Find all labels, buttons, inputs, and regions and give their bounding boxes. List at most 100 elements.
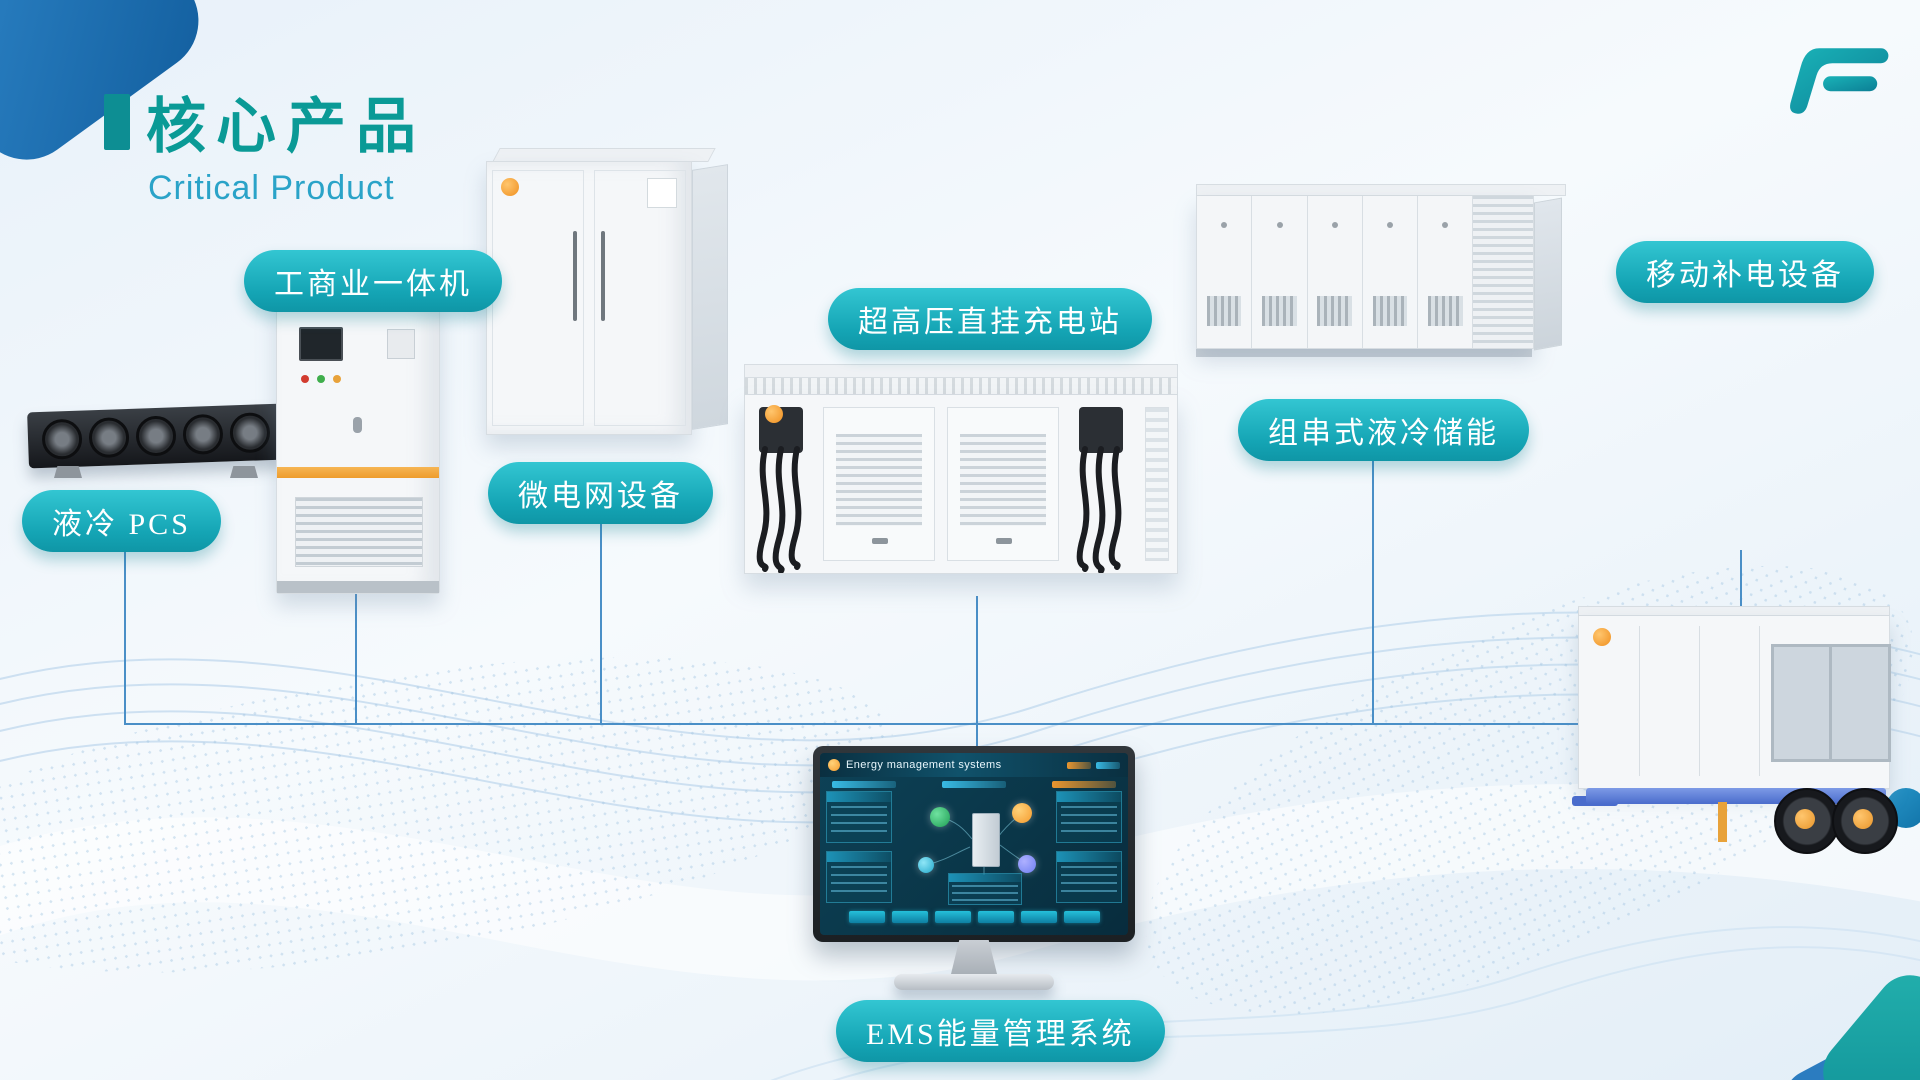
ems-screen-title: Energy management systems	[846, 759, 1002, 771]
door-seam	[1699, 626, 1700, 776]
label-mobile-unit: 移动补电设备	[1616, 241, 1874, 303]
cabinet-card-reader	[387, 329, 415, 359]
door-vent	[836, 434, 922, 526]
product-image-all-in-one-cabinet	[276, 298, 440, 594]
panel-header	[1057, 792, 1121, 802]
fan-icon	[182, 413, 224, 456]
company-logo	[1782, 42, 1894, 118]
mounting-foot	[54, 466, 82, 478]
connector-line-microgrid	[600, 516, 602, 725]
screen-header: Energy management systems	[820, 753, 1128, 777]
storage-door	[1197, 196, 1253, 348]
connector-line-all-in-one	[355, 594, 357, 725]
mode-chip	[1052, 781, 1116, 788]
status-chip	[1067, 761, 1091, 769]
title-accent-bar	[104, 93, 130, 150]
door-lock-icon	[1387, 222, 1394, 228]
product-image-liquid-cooled-pcs	[27, 403, 285, 478]
charging-cable-icon	[1076, 446, 1122, 573]
screen-button	[891, 911, 928, 923]
connector-line-charging-station-ems	[976, 596, 978, 746]
door-lock-icon	[1442, 222, 1449, 228]
station-door	[947, 407, 1059, 561]
label-liquid-cooled-pcs: 液冷 PCS	[22, 490, 221, 552]
brand-badge-icon	[1593, 628, 1611, 646]
center-data-panel	[948, 873, 1022, 905]
node-orange-icon	[1012, 803, 1032, 823]
product-image-mobile-unit	[1572, 606, 1918, 854]
ems-logo-icon	[828, 759, 840, 771]
panel-rows	[952, 885, 1018, 901]
panel-header	[949, 874, 1021, 882]
container-side-panel	[692, 164, 728, 430]
connector-line-pcs	[124, 548, 126, 725]
logo-glyph	[1790, 48, 1889, 114]
container-front	[486, 161, 692, 435]
wheel-icon	[1774, 788, 1840, 854]
door-vent	[1317, 296, 1353, 326]
monitor-screen: Energy management systems	[820, 753, 1128, 935]
station-louver-strip	[744, 378, 1178, 395]
panel-header	[827, 792, 891, 802]
door-lock-icon	[1221, 222, 1228, 228]
door-handle-rod	[573, 231, 577, 321]
container-door-left	[492, 170, 584, 426]
label-ems: EMS能量管理系统	[836, 1000, 1165, 1062]
screen-button-row	[820, 911, 1128, 923]
fan-icon	[88, 416, 130, 459]
cabinet-display-screen	[299, 327, 343, 361]
container-roof	[1578, 606, 1890, 616]
door-vent	[1372, 296, 1408, 326]
panel-rows	[1061, 866, 1117, 896]
screen-button	[848, 911, 885, 923]
screen-button	[934, 911, 971, 923]
door-vent	[960, 434, 1046, 526]
monitor-stand-neck	[951, 940, 997, 974]
door-lock-icon	[1331, 222, 1338, 228]
fan-icon	[135, 415, 177, 457]
status-chip	[1096, 761, 1120, 769]
door-seam	[1639, 626, 1640, 776]
title-block: 核心产品 Critical Product	[104, 78, 426, 208]
cabinet-accent-stripe	[277, 467, 439, 478]
pcs-chassis	[27, 403, 285, 469]
panel-rows	[831, 866, 887, 896]
door-handle	[872, 538, 888, 544]
screen-button	[977, 911, 1014, 923]
cabinet-indicator-leds	[301, 375, 341, 383]
container-roof	[492, 148, 716, 162]
screen-header-status	[1067, 761, 1120, 769]
screen-dashboard	[826, 791, 1122, 907]
monitor-bezel: Energy management systems	[813, 746, 1135, 942]
data-panel	[826, 791, 892, 843]
monitor-stand-base	[894, 974, 1054, 990]
label-microgrid: 微电网设备	[488, 462, 713, 524]
station-roof	[744, 364, 1178, 378]
label-all-in-one: 工商业一体机	[244, 250, 502, 312]
mode-chip	[942, 781, 1006, 788]
led-green-icon	[317, 375, 325, 383]
product-image-charging-station	[744, 364, 1178, 574]
brand-badge-icon	[765, 405, 783, 423]
container-door-right	[594, 170, 686, 426]
cabinet-vent-grille	[295, 497, 423, 567]
data-panel	[1056, 791, 1122, 843]
door-vent	[1262, 296, 1297, 326]
product-image-string-storage	[1196, 184, 1566, 357]
trailer-landing-leg	[1718, 802, 1727, 842]
storage-body	[1196, 196, 1534, 349]
panel-rows	[831, 806, 887, 836]
fan-icon	[229, 412, 271, 454]
screen-mode-row	[820, 777, 1128, 788]
door-handle-rod	[601, 231, 605, 321]
product-image-microgrid-container	[486, 148, 736, 435]
door-handle	[996, 538, 1012, 544]
wheel-hub-icon	[1853, 809, 1873, 829]
container-side-panel	[1534, 197, 1562, 351]
plug-holster	[1079, 407, 1123, 453]
panel-rows	[1061, 806, 1117, 836]
mode-chip	[832, 781, 896, 788]
wheel-hub-icon	[1795, 809, 1815, 829]
mounting-foot	[230, 466, 258, 478]
